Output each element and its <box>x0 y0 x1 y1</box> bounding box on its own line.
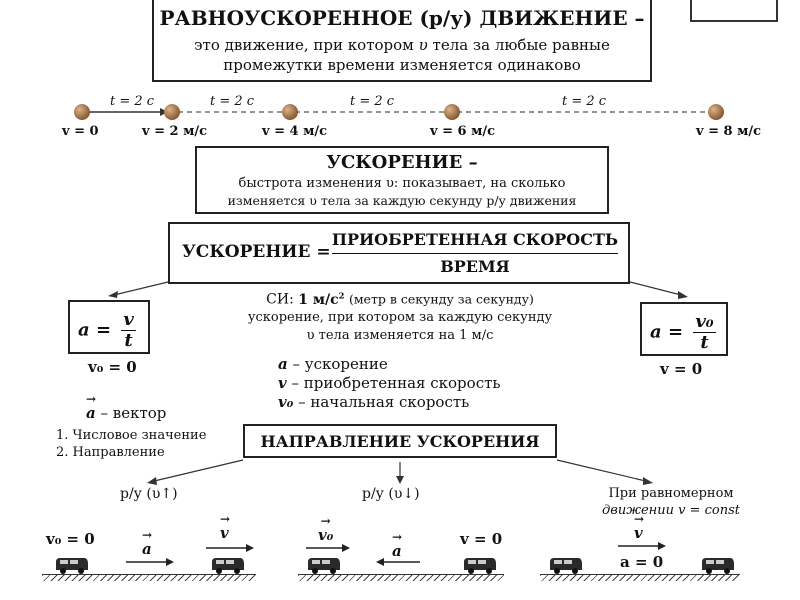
si-line3: υ тела изменяется на 1 м/с <box>306 328 494 343</box>
header-box: РАВНОУСКОРЕННОЕ (р/у) ДВИЖЕНИЕ – это дви… <box>152 0 652 82</box>
formula-numerator: ПРИОБРЕТЕННАЯ СКОРОСТЬ <box>331 230 619 249</box>
scene-mid-v0: v₀ <box>318 514 334 544</box>
speed-label-3: v = 4 м/с <box>262 124 328 139</box>
formula-denominator: ВРЕМЯ <box>440 257 510 276</box>
vector-item-2: 2. Направление <box>56 445 165 460</box>
car-icon <box>212 558 244 574</box>
interval-label-4: t = 2 c <box>562 94 607 109</box>
interval-label-1: t = 2 c <box>110 94 155 109</box>
right-formula-box: a = v₀ t <box>640 302 728 356</box>
interval-label-3: t = 2 c <box>350 94 395 109</box>
speed-label-1: v = 0 <box>62 124 99 139</box>
interval-label-2: t = 2 c <box>210 94 255 109</box>
scene-mid-v: v = 0 <box>460 530 503 548</box>
left-formula-cond: v₀ = 0 <box>88 358 137 376</box>
scene-left-a: a <box>142 528 152 558</box>
speed-label-4: v = 6 м/с <box>430 124 496 139</box>
ground-right <box>540 574 740 581</box>
car-icon <box>464 558 496 574</box>
formula-box: УСКОРЕНИЕ = ПРИОБРЕТЕННАЯ СКОРОСТЬ ВРЕМЯ <box>168 222 630 284</box>
car-icon <box>702 558 734 574</box>
si-line2: ускорение, при котором за каждую секунду <box>247 310 553 325</box>
header-line1: это движение, при котором υ тела за любы… <box>194 36 610 54</box>
accel-def-title: УСКОРЕНИЕ – <box>326 152 478 173</box>
ball-4 <box>444 104 460 120</box>
scene-left-v0: v₀ = 0 <box>46 530 95 548</box>
direction-box: НАПРАВЛЕНИЕ УСКОРЕНИЯ <box>243 424 557 458</box>
right-formula: a = v₀ t <box>650 311 716 353</box>
car-icon <box>550 558 582 574</box>
case-mid-label: р/у (υ↓) <box>362 486 420 502</box>
si-line1: СИ: 1 м/с2 (метр в секунду за секунду) <box>266 290 534 308</box>
scene-left-v: v <box>220 512 229 542</box>
header-line2: промежутки времени изменяется одинаково <box>223 56 581 74</box>
book-icon <box>690 0 778 22</box>
direction-title: НАПРАВЛЕНИЕ УСКОРЕНИЯ <box>260 432 540 451</box>
scene-right-v: v <box>634 512 643 542</box>
legend-item-a: a – ускорение <box>278 355 388 373</box>
case-right-label-1: При равномерном <box>608 486 734 501</box>
accel-def-line1: быстрота изменения υ: показывает, на ско… <box>238 176 566 191</box>
speed-label-2: v = 2 м/с <box>142 124 208 139</box>
legend-item-v: v – приобретенная скорость <box>278 374 501 392</box>
ground-left <box>42 574 256 581</box>
vector-note: a – вектор <box>86 392 166 422</box>
ground-mid <box>298 574 504 581</box>
legend-item-v0: v₀ – начальная скорость <box>278 393 470 411</box>
accel-def-line2: изменяется υ тела за каждую секунду р/у … <box>227 193 577 208</box>
header-title: РАВНОУСКОРЕННОЕ (р/у) ДВИЖЕНИЕ – <box>159 6 645 30</box>
vector-item-1: 1. Числовое значение <box>56 428 207 443</box>
formula-divider <box>332 253 618 254</box>
scene-mid-a: a <box>392 530 402 560</box>
ball-2 <box>164 104 180 120</box>
accel-def-box: УСКОРЕНИЕ – быстрота изменения υ: показы… <box>195 146 609 214</box>
car-icon <box>308 558 340 574</box>
left-formula: a = v t <box>78 309 136 351</box>
ball-3 <box>282 104 298 120</box>
ball-5 <box>708 104 724 120</box>
speed-label-5: v = 8 м/с <box>696 124 762 139</box>
ball-1 <box>74 104 90 120</box>
left-formula-box: a = v t <box>68 300 150 354</box>
right-formula-cond: v = 0 <box>660 360 703 378</box>
scene-right-a: a = 0 <box>620 553 664 571</box>
car-icon <box>56 558 88 574</box>
case-left-label: р/у (υ↑) <box>120 486 178 502</box>
formula-left: УСКОРЕНИЕ = <box>182 242 331 262</box>
